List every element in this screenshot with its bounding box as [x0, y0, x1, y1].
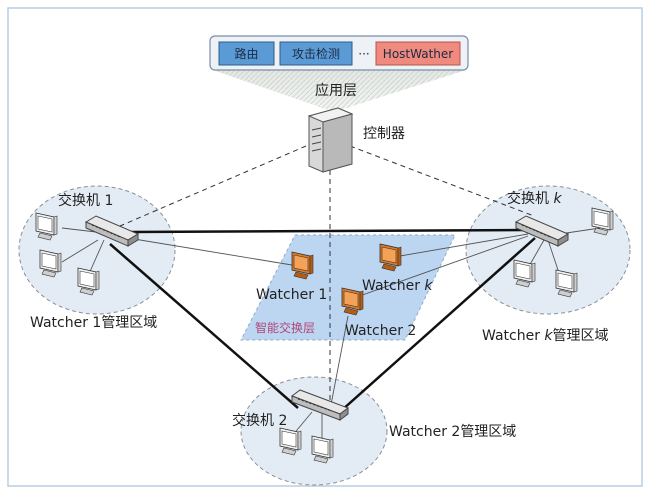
host-monitor-icon — [77, 267, 100, 296]
app-ellipsis: ··· — [358, 47, 369, 61]
region-2-ellipse — [240, 376, 388, 486]
controller-server-icon — [307, 107, 354, 173]
watchers — [291, 243, 402, 316]
region-2-label: Watcher 2管理区域 — [389, 424, 516, 440]
app-box-hostwather-label: HostWather — [383, 47, 453, 61]
switch-k-icon — [514, 215, 570, 247]
app-layer: 路由 攻击检测 ··· HostWather 应用层 — [209, 35, 469, 112]
app-box-routing-label: 路由 — [234, 46, 258, 61]
switch-k-label: 交换机 k — [507, 190, 562, 207]
app-box-routing — [218, 41, 275, 66]
host-monitor-icon — [513, 259, 536, 288]
host-monitor-icon — [591, 207, 614, 236]
region-k-label: Watcher k管理区域 — [482, 328, 609, 344]
switch-1-label: 交换机 1 — [58, 192, 113, 209]
region-1-label: Watcher 1管理区域 — [30, 315, 157, 331]
app-box-attack-detect-label: 攻击检测 — [292, 46, 340, 61]
hosts — [35, 207, 614, 464]
controller-label: 控制器 — [363, 126, 405, 142]
watcher-k-icon — [379, 243, 402, 272]
control-links — [119, 145, 535, 412]
host-monitor-icon — [311, 435, 334, 464]
host-monitor-icon — [39, 249, 62, 278]
watcher-links — [127, 233, 529, 411]
host-monitor-icon — [279, 427, 302, 456]
watcher-2-icon — [341, 287, 364, 316]
app-box-attack-detect — [279, 41, 353, 66]
smart-switch-layer-label: 智能交换层 — [255, 320, 315, 335]
watcher-k-label: Watcher k — [362, 278, 433, 294]
region-1-ellipse — [18, 185, 176, 315]
app-box-hostwather — [375, 41, 461, 66]
switch-2-label: 交换机 2 — [232, 412, 287, 429]
watcher-1-icon — [291, 251, 314, 280]
region-k-ellipse — [465, 185, 631, 315]
watcher-1-label: Watcher 1 — [256, 287, 327, 303]
switch-links — [109, 228, 536, 411]
switch-1-icon — [84, 215, 140, 247]
app-layer-title: 应用层 — [315, 82, 357, 99]
switch-2-icon — [290, 389, 350, 421]
host-monitor-icon — [555, 269, 578, 298]
watcher-2-label: Watcher 2 — [345, 323, 416, 339]
host-monitor-icon — [35, 212, 58, 241]
